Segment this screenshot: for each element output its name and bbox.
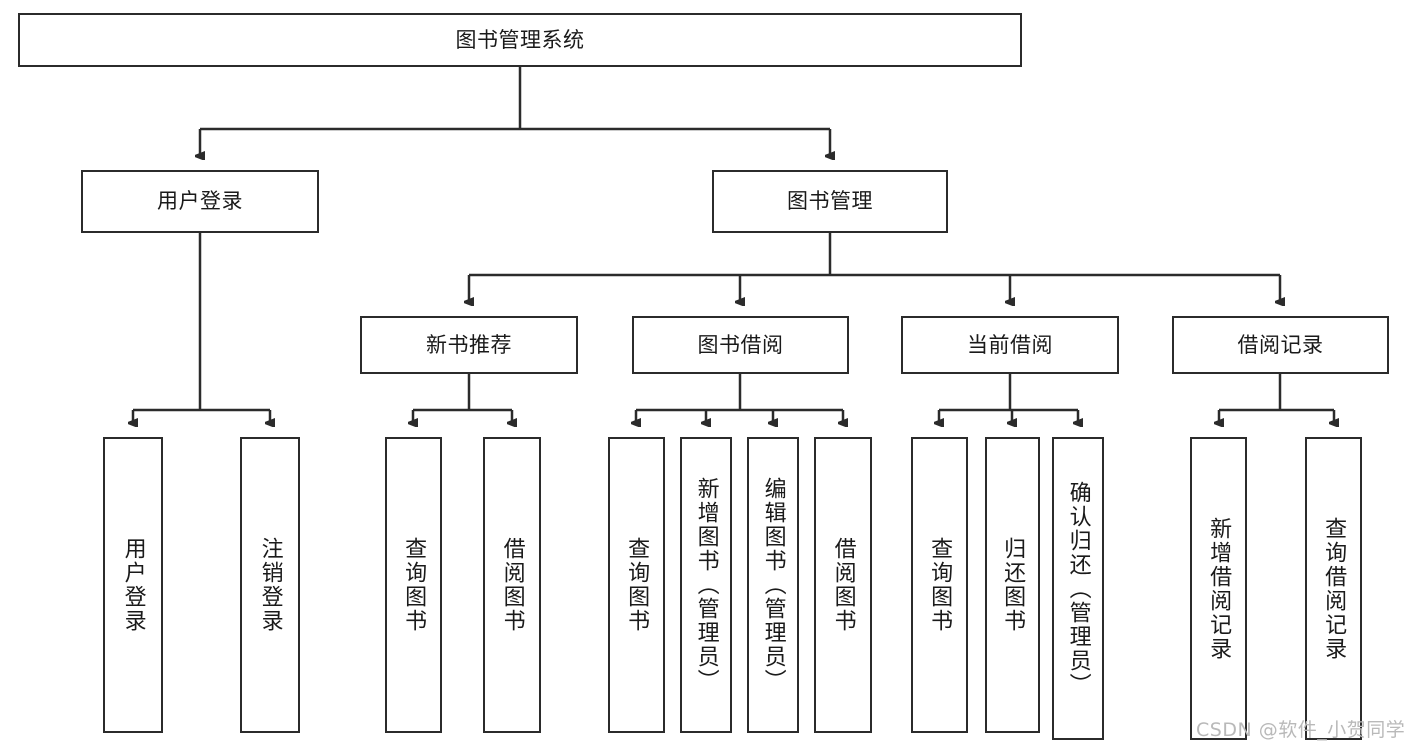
leaf-logout[interactable]: 注销登录 xyxy=(240,437,300,733)
node-book-manage[interactable]: 图书管理 xyxy=(712,170,948,233)
leaf-add-book-label: 新增图书（管理员） xyxy=(693,477,719,693)
node-user-login-label: 用户登录 xyxy=(157,189,243,214)
leaf-borrow-book-bor[interactable]: 借阅图书 xyxy=(814,437,872,733)
node-current-borrow[interactable]: 当前借阅 xyxy=(901,316,1119,374)
leaf-edit-book-label: 编辑图书（管理员） xyxy=(760,477,786,693)
node-borrow-record[interactable]: 借阅记录 xyxy=(1172,316,1389,374)
leaf-return-book[interactable]: 归还图书 xyxy=(985,437,1040,733)
leaf-add-record-label: 新增借阅记录 xyxy=(1206,516,1232,661)
node-user-login[interactable]: 用户登录 xyxy=(81,170,319,233)
leaf-query-record[interactable]: 查询借阅记录 xyxy=(1305,437,1362,740)
leaf-borrow-book-rec-label: 借阅图书 xyxy=(499,537,525,633)
leaf-return-book-label: 归还图书 xyxy=(1000,537,1026,633)
leaf-query-book-cur-label: 查询图书 xyxy=(927,537,953,633)
node-root[interactable]: 图书管理系统 xyxy=(18,13,1022,67)
node-current-borrow-label: 当前借阅 xyxy=(967,332,1053,357)
leaf-add-book[interactable]: 新增图书（管理员） xyxy=(680,437,732,733)
leaf-query-book-bor[interactable]: 查询图书 xyxy=(608,437,665,733)
leaf-query-book-bor-label: 查询图书 xyxy=(624,537,650,633)
node-new-book-rec[interactable]: 新书推荐 xyxy=(360,316,578,374)
leaf-user-login-label: 用户登录 xyxy=(120,537,146,633)
node-new-book-rec-label: 新书推荐 xyxy=(426,332,512,357)
leaf-borrow-book-rec[interactable]: 借阅图书 xyxy=(483,437,541,733)
leaf-borrow-book-bor-label: 借阅图书 xyxy=(830,537,856,633)
node-book-borrow[interactable]: 图书借阅 xyxy=(632,316,849,374)
leaf-user-login[interactable]: 用户登录 xyxy=(103,437,163,733)
node-root-label: 图书管理系统 xyxy=(455,27,585,52)
leaf-confirm-return[interactable]: 确认归还（管理员） xyxy=(1052,437,1104,740)
leaf-add-record[interactable]: 新增借阅记录 xyxy=(1190,437,1247,740)
leaf-query-book-cur[interactable]: 查询图书 xyxy=(911,437,968,733)
leaf-logout-label: 注销登录 xyxy=(257,537,283,633)
leaf-query-book-rec-label: 查询图书 xyxy=(401,537,427,633)
watermark: CSDN @软件_小贺同学 xyxy=(1196,719,1405,741)
node-book-manage-label: 图书管理 xyxy=(787,189,873,214)
node-borrow-record-label: 借阅记录 xyxy=(1237,332,1324,357)
node-book-borrow-label: 图书借阅 xyxy=(697,332,784,357)
leaf-confirm-return-label: 确认归还（管理员） xyxy=(1065,480,1091,697)
leaf-query-record-label: 查询借阅记录 xyxy=(1321,516,1347,661)
leaf-edit-book[interactable]: 编辑图书（管理员） xyxy=(747,437,799,733)
leaf-query-book-rec[interactable]: 查询图书 xyxy=(385,437,442,733)
